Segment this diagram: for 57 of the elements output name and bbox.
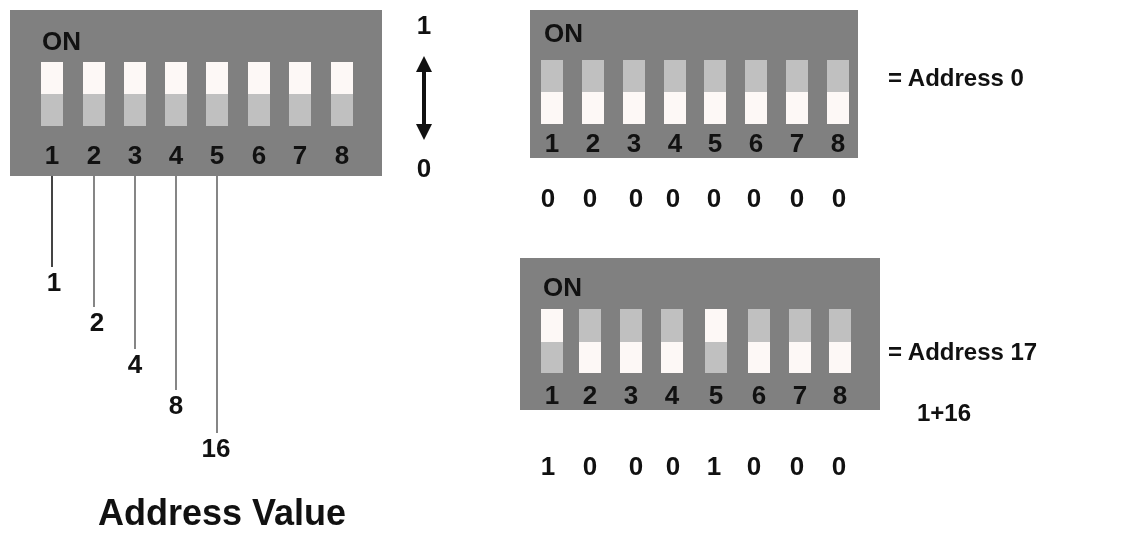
switch-number: 7	[789, 382, 811, 408]
dip-switch	[520, 258, 880, 410]
bit-value: 0	[581, 185, 599, 211]
switch-label: ON	[543, 274, 582, 300]
address-text: = Address 0	[888, 66, 1024, 90]
bit-value: 0	[627, 453, 645, 479]
address-text: = Address 17	[888, 340, 1038, 364]
bit-value: 0	[788, 185, 806, 211]
dip-switch	[10, 10, 382, 176]
dip-switch	[530, 10, 858, 158]
sum-text: 1+16	[917, 401, 972, 425]
bit-value: 0	[745, 453, 763, 479]
switch-number: 1	[541, 130, 563, 156]
value-label: 4	[115, 351, 155, 377]
direction-label: 1	[415, 12, 433, 38]
bit-value: 0	[830, 185, 848, 211]
switch-number: 6	[248, 142, 270, 168]
bit-value: 0	[627, 185, 645, 211]
switch-number: 5	[704, 130, 726, 156]
switch-number: 4	[165, 142, 187, 168]
bit-value: 0	[581, 453, 599, 479]
switch-number: 6	[748, 382, 770, 408]
value-label: 1	[34, 269, 74, 295]
switch-number: 2	[83, 142, 105, 168]
switch-number: 6	[745, 130, 767, 156]
value-label: 8	[156, 392, 196, 418]
bit-value: 0	[664, 185, 682, 211]
switch-number: 3	[620, 382, 642, 408]
bit-value: 0	[539, 185, 557, 211]
switch-number: 4	[664, 130, 686, 156]
value-label: 16	[196, 435, 236, 461]
bit-value: 0	[745, 185, 763, 211]
switch-number: 5	[206, 142, 228, 168]
switch-label: ON	[42, 28, 81, 54]
switch-number: 8	[331, 142, 353, 168]
switch-number: 8	[829, 382, 851, 408]
switch-number: 7	[289, 142, 311, 168]
bit-value: 0	[830, 453, 848, 479]
switch-number: 8	[827, 130, 849, 156]
caption-text: Address Value	[98, 495, 347, 531]
switch-number: 3	[124, 142, 146, 168]
value-label: 2	[77, 309, 117, 335]
bit-value: 0	[705, 185, 723, 211]
switch-label: ON	[544, 20, 583, 46]
switch-number: 2	[582, 130, 604, 156]
switch-number: 7	[786, 130, 808, 156]
switch-number: 4	[661, 382, 683, 408]
bit-value: 1	[705, 453, 723, 479]
switch-number: 1	[541, 382, 563, 408]
switch-number: 5	[705, 382, 727, 408]
switch-number: 1	[41, 142, 63, 168]
switch-number: 2	[579, 382, 601, 408]
direction-label: 0	[415, 155, 433, 181]
bit-value: 1	[539, 453, 557, 479]
switch-number: 3	[623, 130, 645, 156]
bit-value: 0	[788, 453, 806, 479]
bit-value: 0	[664, 453, 682, 479]
